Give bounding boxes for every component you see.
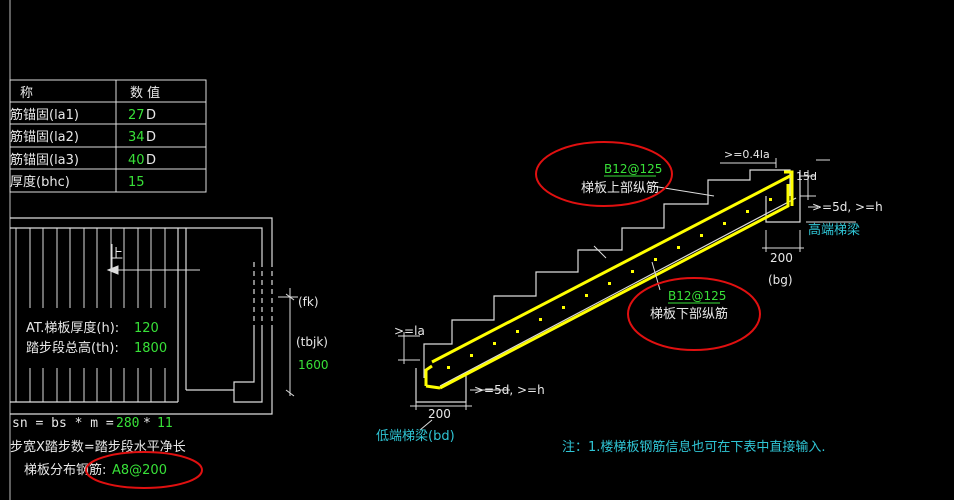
table-row-name[interactable]: 筋锚固(la3) (10, 152, 79, 168)
thickness-label: AT.梯板厚度(h): (26, 320, 119, 336)
height-label: 踏步段总高(th): (26, 340, 119, 356)
top-rebar-code[interactable]: B12@125 (604, 162, 662, 176)
plan-dimension-line (278, 288, 298, 397)
rebar-yellow (424, 170, 794, 390)
table-row-value[interactable]: 40 (128, 153, 145, 168)
bottom-rebar-label: 梯板下部纵筋 (650, 306, 728, 322)
note-text: 注：1.楼梯板钢筋信息也可在下表中直接输入. (562, 439, 826, 455)
dim-200-low: 200 (428, 407, 451, 421)
high-beam-label: 高端梯梁 (808, 222, 860, 238)
stair-soffit (439, 197, 797, 387)
table-row-value[interactable]: 34 (128, 130, 145, 145)
stair-plan (10, 217, 273, 415)
up-arrow-icon (106, 244, 200, 275)
table-row-name[interactable]: 筋锚固(la1) (10, 107, 79, 123)
fk-label: (fk) (298, 295, 319, 309)
low-beam-label: 低端梯梁(bd) (376, 429, 455, 444)
thickness-value[interactable]: 120 (134, 321, 159, 336)
stair-steps-outline (423, 169, 791, 378)
top-rebar-label: 梯板上部纵筋 (581, 180, 659, 196)
table-row-unit: D (146, 153, 156, 168)
bottom-rebar-code[interactable]: B12@125 (668, 289, 726, 303)
formula-m[interactable]: 11 (157, 416, 173, 431)
table-header-name: 称 (20, 86, 33, 101)
anchor-la-label: >=la (394, 324, 425, 338)
table-row-value[interactable]: 15 (128, 175, 145, 190)
plan-treads (15, 228, 166, 402)
table-row-name[interactable]: 筋锚固(la2) (10, 129, 79, 145)
tbjk-value[interactable]: 1600 (298, 358, 329, 372)
anchor-top-label: >=0.4la (724, 148, 770, 161)
table-row-value[interactable]: 27 (128, 108, 145, 123)
bottom-rebar-circle (627, 277, 761, 351)
formula-caption: 步宽X踏步数=踏步段水平净长 (10, 439, 186, 455)
anchor-5d-low-label: >=5d, >=h (474, 383, 545, 397)
parameter-table (9, 79, 207, 193)
top-rebar-circle (535, 141, 673, 207)
highlight-circle (85, 451, 203, 489)
table-header-value: 数 值 (130, 85, 160, 101)
formula-prefix: sn = bs * m = (12, 416, 114, 431)
low-beam (415, 368, 467, 403)
bg-label: (bg) (768, 273, 793, 287)
tbjk-label: (tbjk) (296, 335, 328, 349)
table-row-name[interactable]: 厚度(bhc) (10, 174, 70, 190)
dist-rebar-label: 梯板分布钢筋: (24, 462, 106, 478)
hook-15d-label: 15d (796, 170, 817, 183)
dim-200-high: 200 (770, 251, 793, 265)
rebar-distribution-dots (447, 198, 772, 369)
height-value[interactable]: 1800 (134, 341, 167, 356)
table-row-unit: D (146, 108, 156, 123)
dist-rebar-value[interactable]: A8@200 (112, 463, 167, 478)
anchor-5d-high-label: >=5d, >=h (812, 200, 883, 214)
table-row-unit: D (146, 130, 156, 145)
leader-lines (398, 158, 856, 431)
formula-times: * (143, 416, 151, 431)
up-label: 上 (110, 247, 123, 262)
formula-bs[interactable]: 280 (116, 416, 139, 431)
